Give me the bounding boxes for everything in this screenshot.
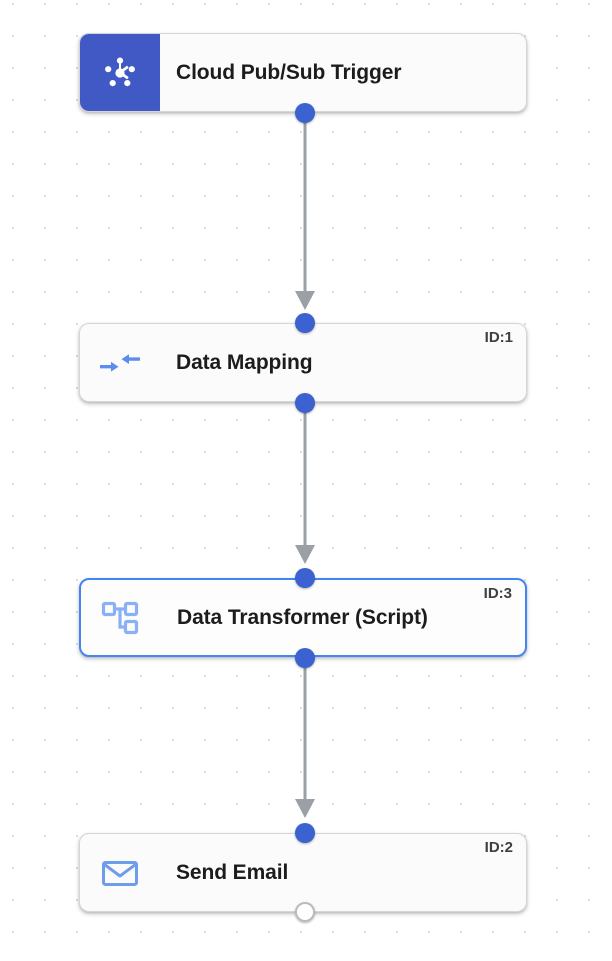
node-data-transformer-script[interactable]: Data Transformer (Script) ID:3	[79, 578, 527, 657]
input-port-data-mapping[interactable]	[295, 313, 315, 333]
node-data-mapping[interactable]: Data Mapping ID:1	[79, 323, 527, 402]
envelope-icon	[80, 834, 160, 911]
node-id-badge: ID:3	[483, 585, 512, 602]
edge-arrowhead	[295, 799, 315, 818]
node-cloud-pubsub-trigger[interactable]: Cloud Pub/Sub Trigger	[79, 33, 527, 112]
node-send-email[interactable]: Send Email ID:2	[79, 833, 527, 912]
node-title: Data Mapping	[176, 350, 313, 374]
account-tree-icon	[81, 580, 161, 655]
merge-arrows-icon	[80, 324, 160, 401]
node-title: Cloud Pub/Sub Trigger	[176, 60, 402, 84]
node-title: Send Email	[176, 860, 289, 884]
node-id-badge: ID:2	[484, 839, 513, 856]
input-port-data-transformer[interactable]	[295, 568, 315, 588]
edge-arrowhead	[295, 291, 315, 310]
output-port-trigger[interactable]	[295, 103, 315, 123]
node-title: Data Transformer (Script)	[177, 605, 428, 629]
output-port-data-mapping[interactable]	[295, 393, 315, 413]
input-port-send-email[interactable]	[295, 823, 315, 843]
output-port-data-transformer[interactable]	[295, 648, 315, 668]
node-id-badge: ID:1	[484, 329, 513, 346]
output-port-send-email[interactable]	[295, 902, 315, 922]
pubsub-hub-icon	[80, 34, 160, 111]
edge-arrowhead	[295, 545, 315, 564]
